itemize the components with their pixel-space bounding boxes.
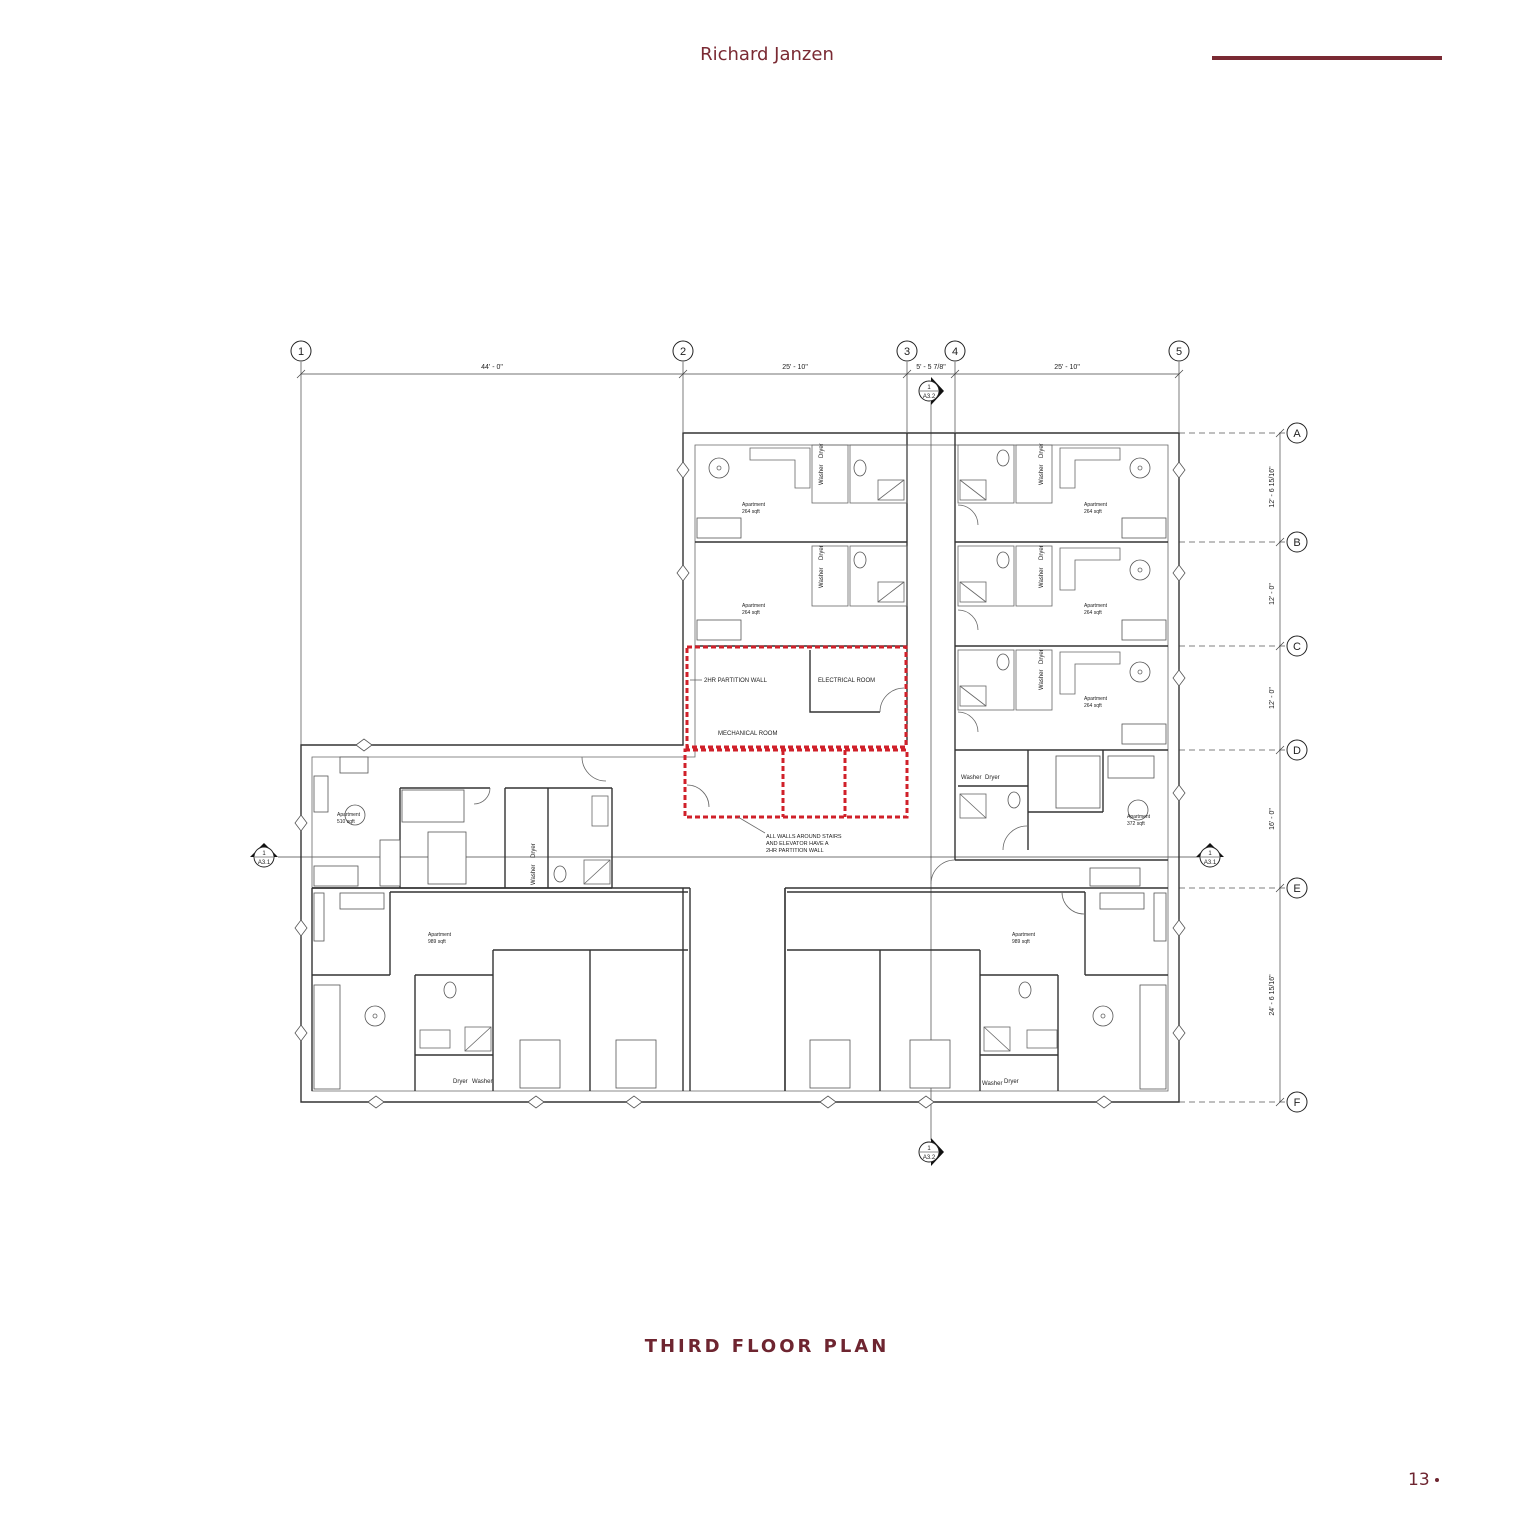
page-number-text: 13 (1408, 1470, 1430, 1490)
svg-text:A3.1: A3.1 (1204, 860, 1217, 866)
apartment-area: 264 sqft (1084, 703, 1102, 709)
dim-row-a-b: 12' - 6 15/16" (1269, 466, 1276, 508)
apartment-name: Apartment (428, 932, 452, 938)
svg-text:Dryer: Dryer (1004, 1079, 1019, 1085)
grid-col-4: 4 (952, 346, 958, 358)
laundry-labels: Washer Dryer Washer Dryer Washer Dryer W… (453, 443, 1045, 1087)
svg-text:Washer: Washer (1039, 465, 1045, 485)
apartment-area: 264 sqft (1084, 509, 1102, 515)
svg-text:1: 1 (927, 1146, 931, 1152)
apartment-name: Apartment (742, 603, 766, 609)
grid-row-d: D (1293, 745, 1301, 757)
apartment-labels: Apartment 264 sqft Apartment 264 sqft Ap… (337, 502, 1151, 945)
svg-text:Dryer: Dryer (819, 443, 825, 458)
row-dimensions: 12' - 6 15/16" 12' - 0" 12' - 0" 16' - 0… (1269, 428, 1285, 1107)
dim-row-e-f: 24' - 6 15/16" (1269, 974, 1276, 1016)
apartment-name: Apartment (1127, 814, 1151, 820)
page-number: 13 (1408, 1470, 1439, 1490)
svg-text:Dryer: Dryer (453, 1079, 468, 1085)
svg-text:1: 1 (262, 851, 266, 857)
svg-text:A3.1: A3.1 (258, 860, 271, 866)
apartment-name: Apartment (742, 502, 766, 508)
svg-text:Dryer: Dryer (819, 545, 825, 560)
header-rule (1212, 56, 1442, 60)
svg-text:Washer: Washer (472, 1079, 492, 1085)
dim-col-3-4: 5' - 5 7/8" (916, 364, 946, 371)
grid-row-e: E (1293, 883, 1300, 895)
apartment-area: 264 sqft (742, 509, 760, 515)
apartment-name: Apartment (1084, 502, 1108, 508)
grid-column-bubbles: 1 2 3 4 5 (290, 340, 1190, 745)
dim-row-c-d: 12' - 0" (1269, 687, 1276, 709)
grid-col-3: 3 (904, 346, 910, 358)
apartment-name: Apartment (1084, 603, 1108, 609)
dim-col-1-2: 44' - 0" (481, 364, 503, 371)
svg-text:Washer: Washer (819, 568, 825, 588)
svg-text:Dryer: Dryer (531, 843, 537, 858)
svg-text:Washer: Washer (531, 865, 537, 885)
svg-text:Washer: Washer (1039, 670, 1045, 690)
stair-note-line3: 2HR PARTITION WALL (766, 848, 824, 854)
stair-note-line2: AND ELEVATOR HAVE A (766, 841, 829, 847)
grid-row-b: B (1293, 537, 1300, 549)
svg-text:A3.2: A3.2 (923, 1155, 936, 1161)
window-markers (294, 461, 1186, 1109)
section-tag-bottom: 1 A3.2 (918, 1138, 944, 1166)
apartment-area: 372 sqft (1127, 821, 1145, 827)
apartment-area: 989 sqft (1012, 939, 1030, 945)
upper-unit-fixtures (696, 444, 1167, 745)
svg-text:Dryer: Dryer (1039, 545, 1045, 560)
svg-text:1: 1 (1208, 851, 1212, 857)
grid-col-5: 5 (1176, 346, 1182, 358)
column-dimensions: 44' - 0" 25' - 10" 5' - 5 7/8" 25' - 10" (296, 364, 1184, 379)
svg-text:1: 1 (927, 385, 931, 391)
partition-wall-label: 2HR PARTITION WALL (704, 678, 768, 684)
section-tag-left: 1 A3.1 (250, 843, 278, 868)
svg-text:A3.2: A3.2 (923, 394, 936, 400)
apartment-area: 989 sqft (428, 939, 446, 945)
apartment-name: Apartment (1012, 932, 1036, 938)
apartment-area: 264 sqft (742, 610, 760, 616)
apartment-area: 510 sqft (337, 819, 355, 825)
svg-text:Dryer: Dryer (1039, 649, 1045, 664)
apartment-name: Apartment (337, 812, 361, 818)
grid-row-c: C (1293, 641, 1301, 653)
grid-row-a: A (1293, 428, 1301, 440)
svg-text:Washer: Washer (1039, 568, 1045, 588)
lower-unit-fixtures (313, 755, 1167, 1090)
apartment-name: Apartment (1084, 696, 1108, 702)
electrical-room-label: ELECTRICAL ROOM (818, 678, 875, 684)
door-swings (473, 504, 1085, 915)
mechanical-room-label: MECHANICAL ROOM (718, 731, 777, 737)
svg-text:Washer: Washer (819, 465, 825, 485)
svg-text:Washer: Washer (961, 775, 981, 781)
grid-col-1: 1 (298, 346, 304, 358)
grid-row-f: F (1294, 1097, 1301, 1109)
partition-wall-zone: 2HR PARTITION WALL ELECTRICAL ROOM MECHA… (683, 645, 909, 854)
apartment-area: 264 sqft (1084, 610, 1102, 616)
svg-text:Dryer: Dryer (1039, 443, 1045, 458)
dim-col-4-5: 25' - 10" (1054, 364, 1080, 371)
page-number-dot (1434, 1478, 1439, 1482)
dim-col-2-3: 25' - 10" (782, 364, 808, 371)
grid-row-bubbles: A B C D E F (1179, 422, 1308, 1113)
svg-text:Dryer: Dryer (985, 775, 1000, 781)
svg-text:Washer: Washer (982, 1081, 1002, 1087)
section-tag-right: 1 A3.1 (1196, 843, 1224, 868)
dim-row-d-e: 16' - 0" (1269, 808, 1276, 830)
dim-row-b-c: 12' - 0" (1269, 583, 1276, 605)
section-tag-top: 1 A3.2 (918, 377, 944, 405)
grid-col-2: 2 (680, 346, 686, 358)
drawing-title: THIRD FLOOR PLAN (644, 1336, 890, 1357)
header-author: Richard Janzen (700, 44, 834, 65)
stair-note-line1: ALL WALLS AROUND STAIRS (766, 834, 842, 840)
